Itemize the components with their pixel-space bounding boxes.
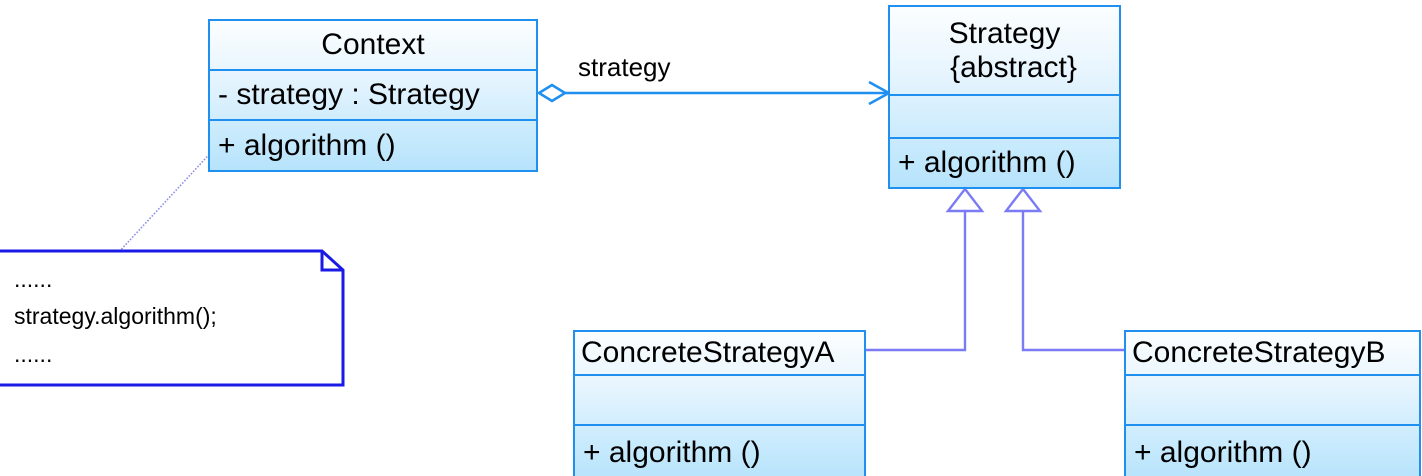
class-name-compartment-concrete-a: ConcreteStrategyA <box>575 332 864 374</box>
class-name-context: Context <box>321 28 425 62</box>
open-arrowhead-icon <box>868 80 892 106</box>
operation-algorithm-context: + algorithm () <box>218 128 396 162</box>
note-anchor-line <box>116 145 218 255</box>
class-name-compartment-concrete-b: ConcreteStrategyB <box>1126 332 1419 374</box>
generalization-concreteb-strategy[interactable] <box>1003 187 1124 352</box>
operation-algorithm-strategy: + algorithm () <box>898 146 1076 179</box>
association-role-label: strategy <box>578 52 671 82</box>
attribute-strategy: - strategy : Strategy <box>218 78 480 111</box>
hollow-triangle-icon-b <box>1003 187 1043 213</box>
operation-algorithm-concrete-a: + algorithm () <box>583 436 761 469</box>
association-context-strategy[interactable] <box>536 80 892 106</box>
attribute-compartment-concrete-a <box>575 374 864 424</box>
operation-algorithm-concrete-b: + algorithm () <box>1134 436 1312 469</box>
note-box[interactable]: ...... strategy.algorithm(); ...... <box>0 251 344 386</box>
aggregation-diamond-icon <box>536 83 568 103</box>
note-line-1: ...... <box>14 266 53 292</box>
class-box-concrete-strategy-a[interactable]: ConcreteStrategyA + algorithm () <box>573 330 866 476</box>
class-box-strategy[interactable]: Strategy {abstract} + algorithm () <box>888 5 1121 189</box>
class-box-concrete-strategy-b[interactable]: ConcreteStrategyB + algorithm () <box>1124 330 1421 476</box>
note-line-3: ...... <box>14 340 53 367</box>
attribute-compartment-context: - strategy : Strategy <box>210 69 536 119</box>
generalization-concretea-strategy[interactable] <box>865 187 985 352</box>
operation-compartment-strategy: + algorithm () <box>890 137 1119 187</box>
class-name-concrete-strategy-a: ConcreteStrategyA <box>581 336 835 370</box>
operation-compartment-concrete-b: + algorithm () <box>1126 424 1419 476</box>
operation-compartment-concrete-a: + algorithm () <box>575 424 864 476</box>
generalization-line-a <box>865 211 967 352</box>
hollow-triangle-icon-a <box>945 187 985 213</box>
operation-compartment-context: + algorithm () <box>210 119 536 170</box>
class-name-strategy: Strategy <box>948 16 1061 50</box>
attribute-compartment-strategy <box>890 94 1119 137</box>
class-box-context[interactable]: Context - strategy : Strategy + algorith… <box>208 19 538 172</box>
class-name-concrete-strategy-b: ConcreteStrategyB <box>1132 336 1386 370</box>
generalization-line-b <box>1021 211 1124 352</box>
class-stereotype-abstract: {abstract} <box>950 50 1077 84</box>
class-name-compartment-strategy: Strategy {abstract} <box>890 7 1119 94</box>
class-name-compartment-context: Context <box>210 21 536 69</box>
attribute-compartment-concrete-b <box>1126 374 1419 424</box>
note-text: ...... strategy.algorithm(); ...... <box>14 261 334 373</box>
note-line-2: strategy.algorithm(); <box>14 303 217 330</box>
